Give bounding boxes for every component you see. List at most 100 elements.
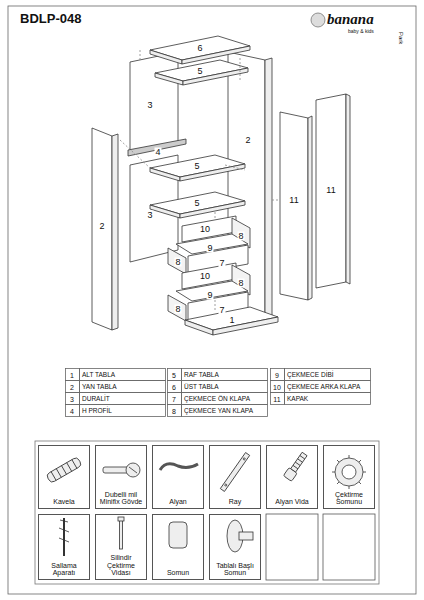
part-name: KAPAK bbox=[287, 395, 308, 402]
empty-box bbox=[323, 514, 375, 580]
hardware-name: Alyan bbox=[169, 498, 187, 506]
callout-number: 7 bbox=[218, 306, 225, 315]
part-number: 9 bbox=[275, 371, 279, 378]
side-panel-edge bbox=[265, 58, 272, 320]
part-number: 11 bbox=[273, 395, 280, 402]
hardware-name: Somun bbox=[167, 569, 189, 577]
door-panel bbox=[316, 94, 346, 288]
part-name: ÜST TABLA bbox=[184, 383, 219, 390]
callout-number: 5 bbox=[196, 67, 203, 76]
callout-number: 10 bbox=[199, 225, 211, 234]
side-panel bbox=[92, 128, 112, 330]
door-edge bbox=[308, 116, 312, 300]
door-panel bbox=[280, 112, 308, 300]
hardware-box: Ray bbox=[209, 445, 261, 509]
callout-number: 5 bbox=[193, 162, 200, 171]
part-number: 1 bbox=[70, 371, 74, 378]
part-name: ÇEKMECE YAN KLAPA bbox=[184, 407, 253, 414]
hardware-name: Çektirme Somunu bbox=[326, 491, 372, 506]
table-cell bbox=[80, 381, 166, 393]
table-cell bbox=[66, 369, 80, 381]
table-cell bbox=[168, 393, 182, 405]
callout-number: 8 bbox=[174, 258, 181, 267]
table-cell bbox=[285, 381, 371, 393]
callout-number: 1 bbox=[228, 316, 235, 325]
callout-number: 6 bbox=[196, 44, 203, 53]
top-plank bbox=[150, 36, 250, 64]
table-cell bbox=[182, 369, 268, 381]
table-cell bbox=[80, 405, 166, 417]
table-cell bbox=[182, 405, 268, 417]
table-cell bbox=[66, 393, 80, 405]
nut-icon bbox=[169, 522, 187, 548]
table-cell bbox=[168, 369, 182, 381]
model-title: BDLP-048 bbox=[20, 11, 81, 26]
part-number: 3 bbox=[70, 395, 74, 402]
part-name: RAF TABLA bbox=[184, 371, 219, 378]
table-cell bbox=[80, 393, 166, 405]
hardware-box: Alyan bbox=[152, 445, 204, 509]
shelf-plank bbox=[150, 192, 245, 218]
part-name: DURALİT bbox=[82, 395, 110, 402]
callout-number: 10 bbox=[199, 272, 211, 281]
hardware-name: Sallama Aparatı bbox=[41, 562, 87, 577]
part-name: ÇEKMECE DİBİ bbox=[287, 371, 334, 378]
part-number: 8 bbox=[172, 407, 176, 414]
part-number: 2 bbox=[70, 383, 74, 390]
part-number: 7 bbox=[172, 395, 176, 402]
callout-number: 11 bbox=[288, 196, 299, 205]
hardware-box: Dubelli mil Minifix Gövde bbox=[95, 445, 147, 509]
brand-logo: banana bbox=[327, 12, 374, 27]
callout-number: 9 bbox=[206, 291, 213, 300]
table-cell bbox=[271, 369, 285, 381]
callout-number: 4 bbox=[154, 148, 161, 157]
callout-number: 7 bbox=[218, 259, 225, 268]
callout-number: 3 bbox=[146, 101, 153, 110]
hardware-name: Kavela bbox=[53, 498, 74, 506]
part-name: ÇEKMECE ARKA KLAPA bbox=[287, 383, 360, 390]
table-cell bbox=[66, 405, 80, 417]
shelf-plank bbox=[150, 155, 245, 181]
table-cell bbox=[182, 381, 268, 393]
table-cell bbox=[271, 381, 285, 393]
callout-number: 2 bbox=[98, 222, 105, 231]
callout-number: 8 bbox=[174, 305, 181, 314]
table-cell bbox=[168, 381, 182, 393]
bottom-plank bbox=[185, 307, 278, 335]
brand-tagline: baby & kids bbox=[348, 29, 374, 34]
hardware-box: Silindir Çektirme Vidası bbox=[95, 514, 147, 580]
logo-mark bbox=[311, 13, 325, 27]
callout-number: 5 bbox=[193, 199, 200, 208]
hardware-box: Sallama Aparatı bbox=[38, 514, 90, 580]
part-number: 4 bbox=[70, 407, 74, 414]
hardware-name: Dubelli mil Minifix Gövde bbox=[98, 491, 144, 506]
hardware-box: Alyan Vida bbox=[266, 445, 318, 509]
part-number: 6 bbox=[172, 383, 176, 390]
door-edge bbox=[346, 94, 350, 284]
part-number: 5 bbox=[172, 371, 176, 378]
table-cell bbox=[285, 393, 371, 405]
hardware-box: Çektirme Somunu bbox=[323, 445, 375, 509]
callout-number: 11 bbox=[325, 186, 336, 195]
page-frame bbox=[8, 6, 416, 594]
callout-number: 8 bbox=[237, 279, 244, 288]
table-cell bbox=[271, 393, 285, 405]
table-cell bbox=[285, 369, 371, 381]
side-panel-edge bbox=[112, 134, 118, 330]
part-name: ALT TABLA bbox=[82, 371, 115, 378]
table-cell bbox=[66, 381, 80, 393]
callout-number: 9 bbox=[206, 244, 213, 253]
hardware-name: Tablalı Başlı Somun bbox=[212, 562, 258, 577]
part-name: YAN TABLA bbox=[82, 383, 117, 390]
part-name: ÇEKMECE ÖN KLAPA bbox=[184, 395, 250, 402]
hardware-box: Somun bbox=[152, 514, 204, 580]
shelf-plank bbox=[155, 60, 248, 85]
hardware-name: Silindir Çektirme Vidası bbox=[98, 554, 144, 577]
hardware-name: Ray bbox=[229, 498, 241, 506]
h-profile bbox=[128, 139, 186, 156]
brand-park: Park bbox=[398, 32, 404, 44]
callout-number: 3 bbox=[146, 211, 153, 220]
callout-number: 2 bbox=[244, 136, 251, 145]
drawer bbox=[168, 216, 250, 275]
